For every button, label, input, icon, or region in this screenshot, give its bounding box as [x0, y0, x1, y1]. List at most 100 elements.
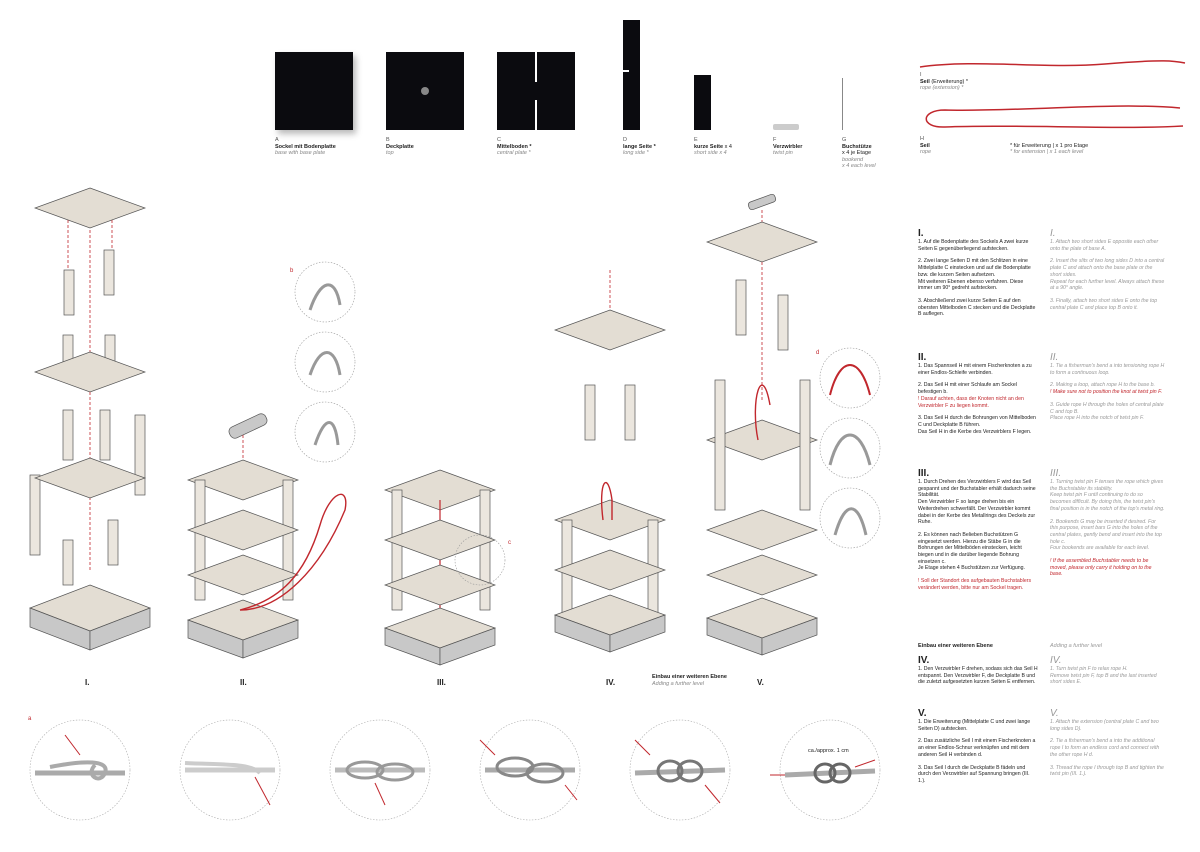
- instr-text-en: 2. Making a loop, attach rope H to the b…: [1050, 382, 1155, 389]
- knot-step-6: [770, 719, 881, 821]
- part-name-en: long side *: [623, 150, 649, 157]
- instr-warning-en: ! Make sure not to position the knot at …: [1050, 389, 1163, 396]
- instr-text: 2. Das zusätzliche Seil I mit einem Fisc…: [918, 738, 1036, 758]
- instr-text: 2. Es können nach Belieben Buchstützen G…: [918, 531, 1025, 572]
- twist-pin-drawing: [773, 124, 799, 130]
- section-number-en: I.: [1050, 228, 1056, 239]
- detail-letter-b: b: [290, 268, 294, 274]
- part-f-label: F Verzwirbler twist pin: [773, 137, 833, 157]
- part-letter: G: [842, 137, 847, 143]
- instr-text-en: 1. Turning twist pin F tenses the rope w…: [1050, 479, 1165, 512]
- instr-text: 1. Die Erweiterung (Mittelplatte C und z…: [918, 719, 1031, 732]
- section-number-en: V.: [1050, 708, 1059, 719]
- instr-text: 3. Das Seil H durch die Bohrungen von Mi…: [918, 415, 1036, 435]
- part-qty: x 4 je Etage: [842, 150, 872, 157]
- rope-i-label: I Seil (Erweiterung) * rope (extension) …: [920, 72, 1120, 92]
- caption-en: Adding a further level: [652, 680, 704, 687]
- part-name-de: Deckplatte: [386, 143, 414, 150]
- stage-2-view: [186, 261, 356, 659]
- stage-3-view: [383, 469, 506, 666]
- stage-label-1: I.: [85, 678, 90, 687]
- instr-text-en: 2. Tie a fisherman's bend a into the add…: [1050, 738, 1160, 758]
- rope-name-de: Seil: [920, 142, 930, 149]
- instr-warning-en: ! If the assembled Buchstabler needs to …: [1050, 558, 1152, 578]
- rope-suffix: (Erweiterung) *: [931, 78, 969, 85]
- rope-h-label: H Seil * für Erweiterung | x 1 pro Etage…: [920, 136, 1180, 156]
- instr-text-en: 3. Thread the rope I through top B and t…: [1050, 764, 1164, 778]
- stage-label-3: III.: [437, 678, 446, 687]
- instr-text-en: 2. Insert the slits of two long sides D …: [1050, 258, 1165, 292]
- stage-4-view: [553, 270, 667, 653]
- instr-text-en: 1. Turn twist pin F to relax rope H. Rem…: [1050, 666, 1157, 686]
- rope-h-drawing: [925, 105, 1184, 129]
- part-name-en: base with base plate: [275, 150, 326, 157]
- part-name-de: kurze Seite: [694, 143, 724, 150]
- knot-sequence: [29, 719, 881, 821]
- instr-text-en: 1. Attach two short sides E opposite eac…: [1050, 239, 1159, 252]
- part-letter: A: [275, 137, 279, 143]
- part-name-en: twist pin: [773, 150, 793, 157]
- section-number: III.: [918, 468, 930, 479]
- part-name-de: Verzwirbler: [773, 143, 803, 150]
- part-letter: C: [497, 137, 501, 143]
- knot-step-2: [179, 719, 281, 821]
- part-letter: F: [773, 137, 777, 143]
- rope-note-en: * for extension | x 1 each level: [1010, 149, 1084, 156]
- rope-letter: I: [920, 72, 922, 78]
- instr-text-en: 1. Attach the extension (central plate C…: [1050, 719, 1159, 732]
- stage-1-exploded-view: [29, 187, 151, 651]
- heading-en: Adding a further level: [1050, 643, 1102, 649]
- further-level-heading: Einbau einer weiteren Ebene Adding a fur…: [918, 643, 1178, 649]
- part-letter: D: [623, 137, 627, 143]
- stage-5-view: [705, 193, 881, 656]
- rope-name-de: Seil: [920, 78, 930, 85]
- bookend-drawing: [842, 78, 843, 130]
- part-letter: B: [386, 137, 390, 143]
- stage-label-4: IV.: [606, 678, 616, 687]
- part-name-en: central plate *: [497, 150, 531, 157]
- part-name-de: Mittelboden *: [497, 143, 532, 150]
- instr-text: 3. Abschließend zwei kurze Seiten E auf …: [918, 297, 1036, 318]
- instr-text-en: 1. Tie a fisherman's bend a into tension…: [1050, 363, 1165, 376]
- instr-text-en: 3. Finally, attach two short sides E ont…: [1050, 297, 1158, 311]
- instr-warning: ! Darauf achten, dass der Knoten nicht a…: [918, 395, 1024, 409]
- instr-text: 1. Auf die Bodenplatte des Sockels A zwe…: [918, 239, 1029, 252]
- instr-text: 3. Das Seil I durch die Deckplatte B fäd…: [918, 764, 1030, 784]
- heading-de: Einbau einer weiteren Ebene: [918, 643, 993, 649]
- base-plate-drawing: [275, 52, 353, 130]
- detail-letter-c: c: [508, 540, 511, 546]
- stage-label-5: V.: [757, 678, 764, 687]
- instr-warning: ! Soll der Standort des aufgebauten Buch…: [918, 578, 1032, 591]
- long-side-drawing: [623, 20, 640, 130]
- knot-measure-label: ca./approx. 1 cm: [808, 748, 849, 754]
- part-g-label: G Buchstütze x 4 je Etage bookend x 4 ea…: [842, 137, 902, 170]
- assembly-drawings: .pl{fill:#e3ddd3;stroke:#555;stroke-widt…: [29, 187, 881, 666]
- detail-letter-d: d: [816, 350, 820, 356]
- part-extra: bookend: [842, 156, 864, 163]
- part-d-label: D lange Seite * long side *: [623, 137, 703, 157]
- instr-text: 1. Den Verzwirbler F drehen, sodass sich…: [918, 666, 1038, 686]
- instr-text: 2. Das Seil H mit einer Schlaufe am Sock…: [918, 382, 1017, 396]
- part-e-label: E kurze Seite x 4 short side x 4: [694, 137, 769, 157]
- rope-name-en: rope: [920, 149, 932, 156]
- part-c-label: C Mittelboden * central plate *: [497, 137, 597, 157]
- section-number: V.: [918, 708, 927, 719]
- part-a-label: A Sockel mit Bodenplatte base with base …: [275, 137, 375, 157]
- section-number-en: III.: [1050, 468, 1062, 479]
- knot-step-5: [629, 719, 731, 821]
- part-letter: E: [694, 137, 698, 143]
- short-side-drawing: [694, 75, 711, 130]
- caption-de: Einbau einer weiteren Ebene: [652, 674, 727, 680]
- top-plate-drawing: [386, 52, 464, 130]
- part-name-en: x 4 each level: [842, 163, 876, 170]
- part-b-label: B Deckplatte top: [386, 137, 486, 157]
- part-name-en: short side x 4: [694, 150, 727, 157]
- section-number: II.: [918, 352, 927, 363]
- central-plate-drawing: [497, 52, 575, 130]
- knot-step-4: [479, 719, 581, 821]
- rope-letter: H: [920, 136, 924, 142]
- instr-text: 2. Zwei lange Seiten D mit den Schlitzen…: [918, 258, 1031, 292]
- section-number-en: II.: [1050, 352, 1059, 363]
- knot-letter-a: a: [28, 716, 32, 722]
- stage-label-2: II.: [240, 678, 247, 687]
